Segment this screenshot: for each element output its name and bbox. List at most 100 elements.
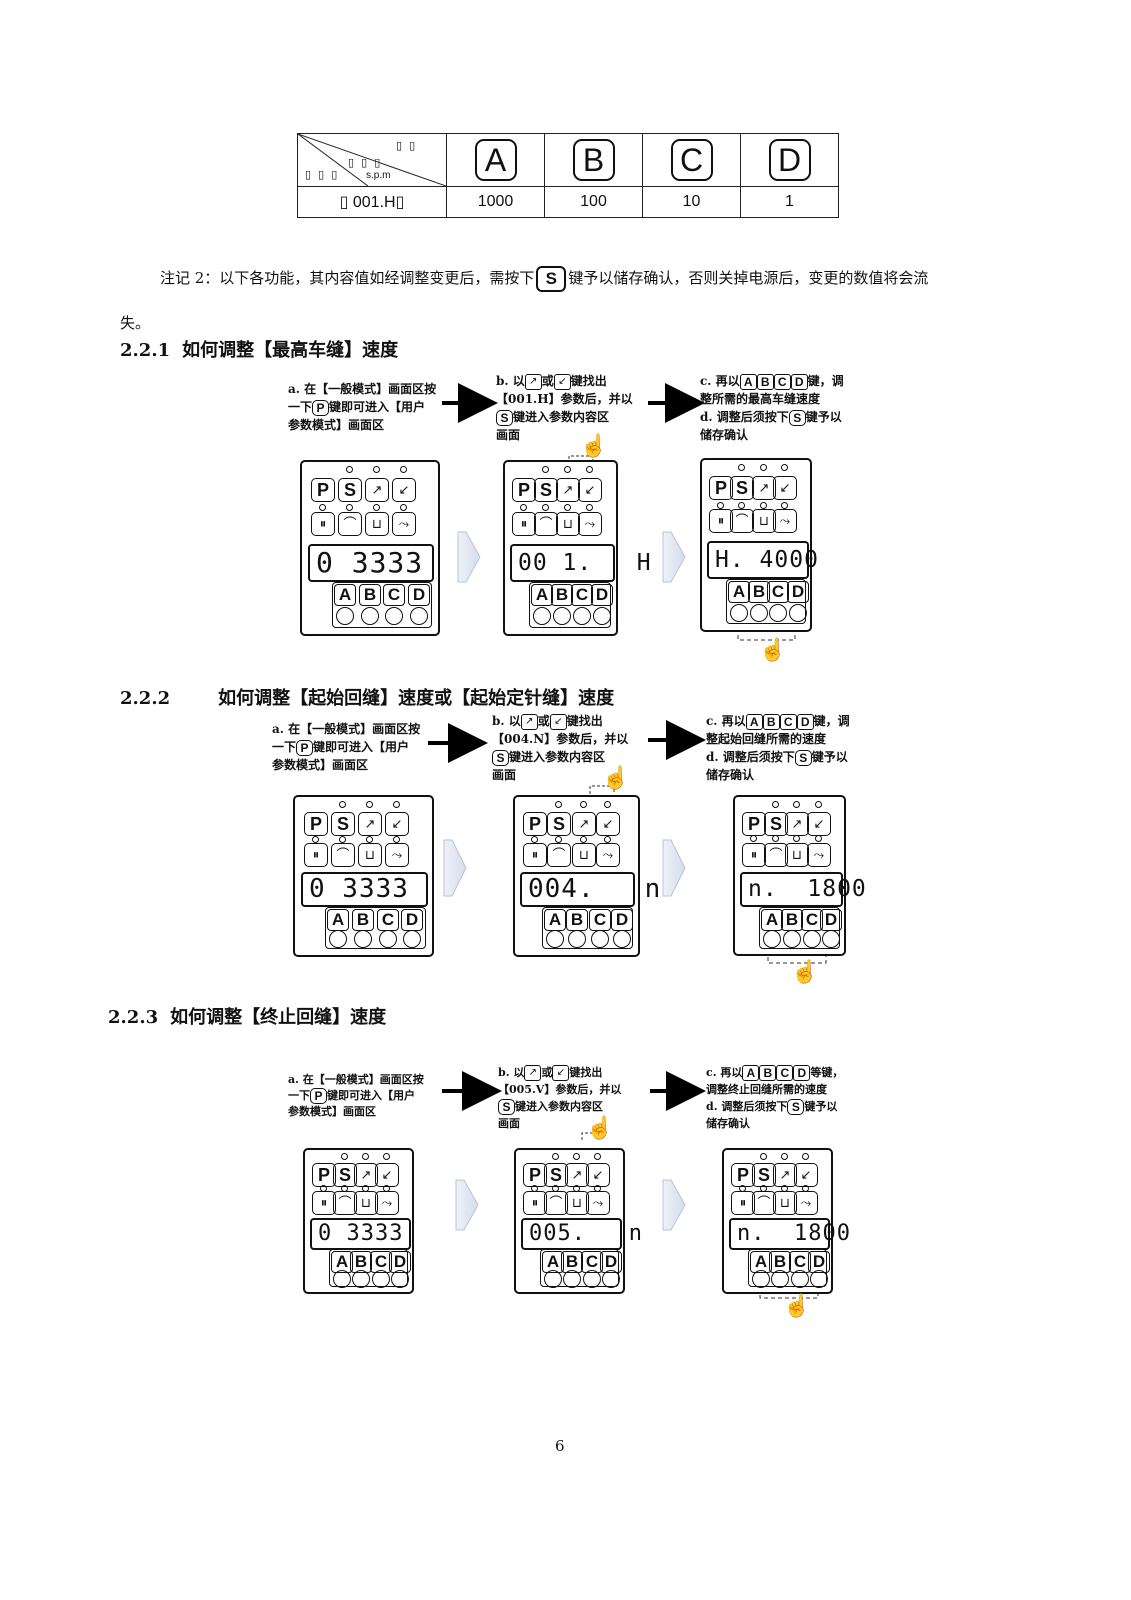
status-led-icon (542, 466, 549, 473)
status-led-icon (781, 1153, 788, 1160)
s-key: S (547, 812, 571, 836)
step-line: 储存确认 (700, 428, 749, 442)
s-key-icon: S (787, 1099, 805, 1115)
status-led-icon (393, 801, 400, 808)
status-led-icon (793, 835, 800, 842)
corner-label: ▯ ▯ ▯ (348, 157, 383, 169)
value-cell: 10 (642, 186, 741, 218)
up-key: ↗ (365, 478, 389, 502)
speed-mode-icon (546, 930, 564, 948)
chevron-arrow-icon (455, 1179, 479, 1231)
down-key-icon: ↙ (553, 373, 571, 390)
speed-mode-icon (410, 607, 428, 625)
status-led-icon (738, 502, 745, 509)
step-line: b. 以↗或↙键找出 (496, 373, 607, 390)
function-key-icon: ⊔ (565, 1191, 589, 1215)
step-line: 整起始回缝所需的速度 (706, 732, 827, 746)
status-led-icon (802, 1153, 809, 1160)
speed-mode-icon (783, 930, 801, 948)
down-key: ↙ (578, 478, 602, 502)
down-key: ↙ (375, 1163, 399, 1187)
speed-mode-icon (333, 1270, 351, 1288)
table-corner-cell: ▯ ▯ ▯ ▯ ▯ ▯ ▯ ▯ s.p.m (297, 133, 447, 187)
status-led-icon (312, 836, 319, 843)
function-key-icon: ⤳ (375, 1191, 399, 1215)
header-cell-b: B (544, 133, 643, 187)
speed-mode-icon (613, 930, 631, 948)
down-key-icon: ↙ (552, 1065, 570, 1081)
speed-mode-icon (730, 604, 748, 622)
key-d: D (787, 581, 809, 603)
key-a-icon: A (739, 373, 757, 390)
lcd-display: n. 1800 (729, 1218, 850, 1250)
s-key-icon: S (788, 409, 806, 426)
up-key-icon: ↗ (524, 373, 542, 390)
key-b: B (359, 584, 381, 606)
speed-mode-icon (379, 930, 397, 948)
function-key-icon: ⊔ (358, 843, 382, 867)
note-tail: 失。 (120, 314, 151, 332)
status-led-icon (760, 1153, 767, 1160)
status-led-icon (781, 464, 788, 471)
key-b-icon: B (572, 139, 615, 181)
key-d: D (820, 909, 842, 931)
p-key-icon: P (310, 1088, 327, 1104)
status-led-icon (373, 466, 380, 473)
key-d: D (591, 584, 613, 606)
status-led-icon (339, 836, 346, 843)
step-line: 画面 (492, 768, 517, 782)
p-key-icon: P (312, 399, 330, 416)
header-cell-d: D (740, 133, 839, 187)
speed-mode-icon (763, 930, 781, 948)
function-key-icon: ⊔ (365, 512, 389, 536)
status-led-icon (366, 836, 373, 843)
key-d-icon: D (790, 373, 808, 390)
function-key-icon: ⌒ (730, 509, 754, 533)
function-key-icon: ⌒ (534, 512, 558, 536)
status-led-icon (555, 836, 562, 843)
key-b: B (551, 584, 573, 606)
status-led-icon (400, 466, 407, 473)
key-c-icon: C (779, 713, 797, 730)
speed-mode-icon (573, 607, 591, 625)
down-key-icon: ↙ (549, 713, 567, 730)
value-cell: 1 (740, 186, 839, 218)
function-key-icon: ⏸ (523, 1191, 547, 1215)
lcd-display: H. 4000 (707, 541, 818, 579)
pointing-hand-icon: ☝ (791, 960, 819, 985)
speed-mode-icon (553, 607, 571, 625)
function-key-icon: ⊔ (354, 1191, 378, 1215)
status-led-icon (772, 835, 779, 842)
speed-mode-icon (803, 930, 821, 948)
status-led-icon (555, 801, 562, 808)
status-led-icon (362, 1153, 369, 1160)
s-key: S (331, 812, 355, 836)
speed-mode-icon (354, 930, 372, 948)
speed-mode-icon (769, 604, 787, 622)
down-key: ↙ (385, 812, 409, 836)
speed-mode-icon (403, 930, 421, 948)
page-number: 6 (555, 1437, 565, 1455)
key-a: A (334, 584, 356, 606)
status-led-icon (341, 1153, 348, 1160)
speed-mode-icon (791, 1270, 809, 1288)
speed-mode-icon (593, 607, 611, 625)
